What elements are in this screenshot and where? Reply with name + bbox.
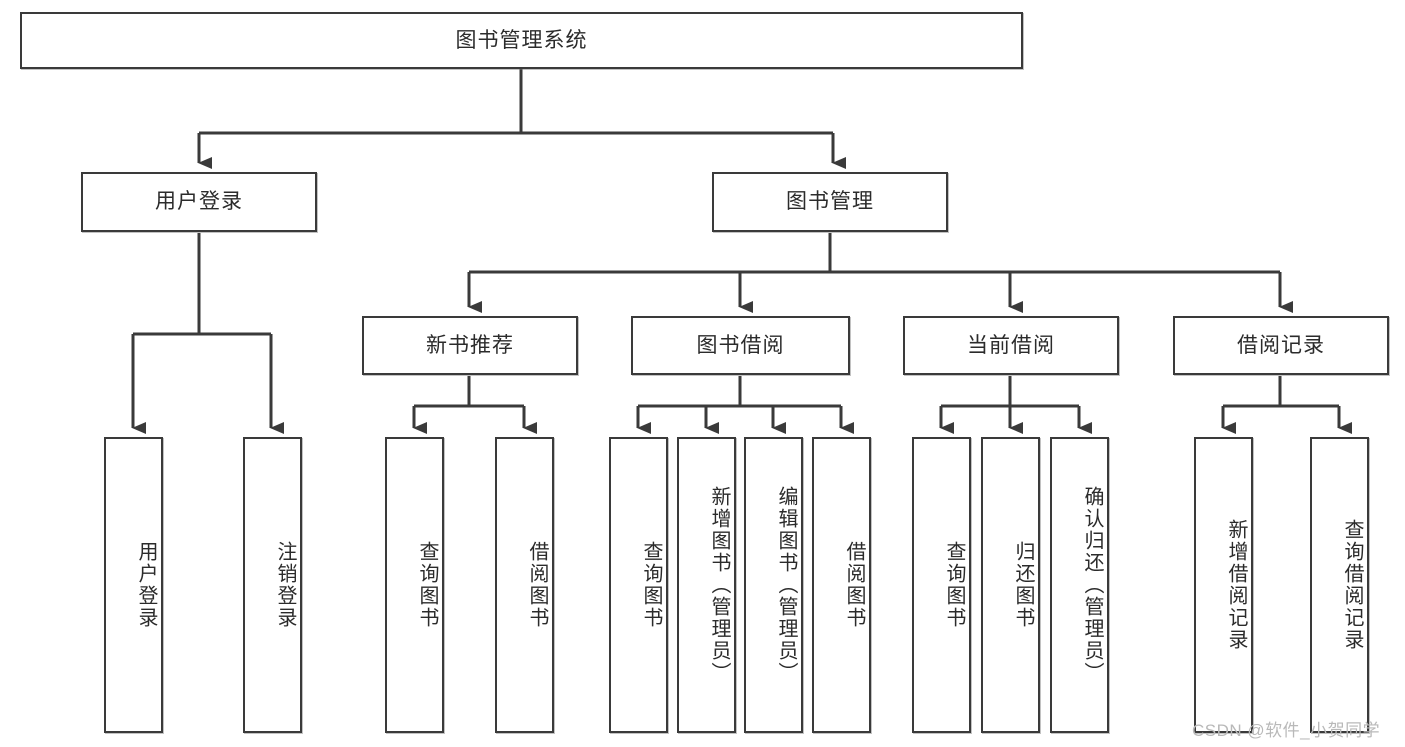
node-root-book-management-system[interactable]: 图书管理系统: [20, 12, 1023, 69]
node-label: 图书管理系统: [455, 28, 588, 52]
node-user-login[interactable]: 用户登录: [81, 172, 317, 232]
leaf-user-login-logout[interactable]: 注销登录: [243, 437, 302, 733]
node-label: 借阅图书: [526, 541, 548, 629]
node-label: 借阅图书: [843, 541, 865, 629]
leaf-book-borrow-add-book-admin[interactable]: 新增图书（管理员）: [677, 437, 736, 733]
node-label: 新书推荐: [426, 333, 514, 357]
node-label: 归还图书: [1012, 541, 1034, 629]
node-label: 查询图书: [640, 541, 662, 629]
node-label: 查询图书: [416, 541, 438, 629]
leaf-user-login-login[interactable]: 用户登录: [104, 437, 163, 733]
node-label: 用户登录: [135, 541, 157, 629]
node-label: 查询图书: [943, 541, 965, 629]
leaf-current-borrow-return-books[interactable]: 归还图书: [981, 437, 1040, 733]
node-book-borrowing[interactable]: 图书借阅: [631, 316, 850, 375]
leaf-book-borrow-query-books[interactable]: 查询图书: [609, 437, 668, 733]
leaf-book-borrow-edit-book-admin[interactable]: 编辑图书（管理员）: [744, 437, 803, 733]
node-label: 借阅记录: [1237, 333, 1325, 357]
leaf-current-borrow-confirm-return-admin[interactable]: 确认归还（管理员）: [1050, 437, 1109, 733]
leaf-new-book-query-books[interactable]: 查询图书: [385, 437, 444, 733]
node-borrowing-record[interactable]: 借阅记录: [1173, 316, 1389, 375]
node-label: 查询借阅记录: [1341, 519, 1363, 651]
node-new-book-recommendation[interactable]: 新书推荐: [362, 316, 578, 375]
leaf-current-borrow-query-books[interactable]: 查询图书: [912, 437, 971, 733]
leaf-borrow-records-query-record[interactable]: 查询借阅记录: [1310, 437, 1369, 733]
node-current-borrowing[interactable]: 当前借阅: [903, 316, 1119, 375]
node-book-management[interactable]: 图书管理: [712, 172, 948, 232]
node-label: 图书借阅: [696, 333, 785, 357]
node-label: 编辑图书（管理员）: [775, 486, 797, 684]
node-label: 图书管理: [786, 190, 874, 214]
leaf-new-book-borrow-books[interactable]: 借阅图书: [495, 437, 554, 733]
node-label: 新增借阅记录: [1225, 519, 1247, 651]
node-label: 确认归还（管理员）: [1081, 486, 1103, 684]
node-label: 新增图书（管理员）: [708, 486, 730, 684]
leaf-book-borrow-borrow-books[interactable]: 借阅图书: [812, 437, 871, 733]
node-label: 当前借阅: [967, 333, 1055, 357]
node-label: 用户登录: [155, 190, 243, 214]
csdn-watermark: CSDN @软件_小贺同学: [1192, 721, 1381, 740]
leaf-borrow-records-add-record[interactable]: 新增借阅记录: [1194, 437, 1253, 733]
node-label: 注销登录: [274, 541, 296, 629]
